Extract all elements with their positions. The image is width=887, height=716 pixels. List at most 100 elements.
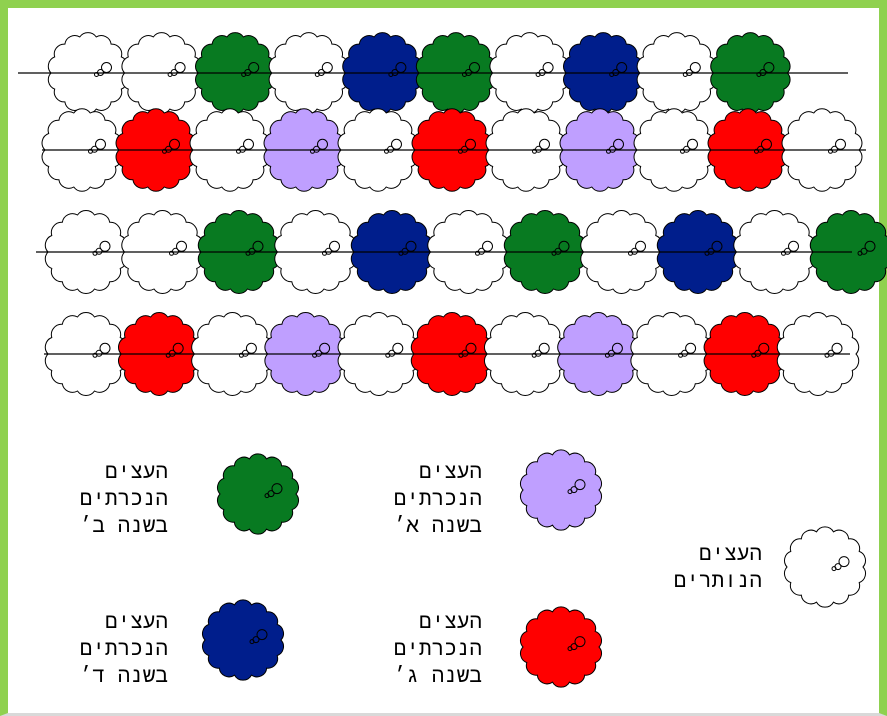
tree-curl bbox=[864, 240, 876, 252]
tree-curl bbox=[754, 148, 759, 154]
tree-curl bbox=[704, 250, 710, 256]
legend-icon-remaining bbox=[783, 526, 867, 608]
tree-curl bbox=[567, 489, 573, 495]
legend-year-c-line2: הנכרתים bbox=[393, 636, 482, 660]
tree-curl bbox=[465, 138, 476, 150]
tree-curl bbox=[606, 148, 611, 154]
tree-curl bbox=[538, 342, 550, 354]
tree-curl bbox=[398, 250, 404, 256]
tree-curl bbox=[391, 138, 402, 150]
tree-curl bbox=[824, 352, 830, 358]
tree-curl bbox=[329, 240, 340, 252]
tree-row bbox=[36, 210, 887, 294]
tree-curl bbox=[857, 250, 863, 256]
tree-curl bbox=[385, 352, 391, 358]
tree-curl bbox=[831, 566, 837, 572]
tree-curl bbox=[758, 342, 770, 354]
tree-curl bbox=[92, 352, 98, 358]
tree-curl bbox=[781, 250, 786, 256]
tree-rows bbox=[18, 32, 887, 396]
tree-curl bbox=[539, 138, 550, 150]
tree-curl bbox=[482, 240, 493, 252]
tree-curl bbox=[574, 636, 586, 648]
legend-label-remaining: העצים הנותרים bbox=[650, 540, 762, 594]
tree-curl bbox=[611, 342, 623, 354]
tree-curl bbox=[169, 138, 180, 150]
tree-curl bbox=[711, 240, 723, 252]
legend-year-b-line3: בשנה ב׳ bbox=[79, 513, 168, 537]
tree-curl bbox=[256, 629, 268, 641]
tree-curl bbox=[838, 556, 850, 568]
legend-year-c-line3: בשנה ג׳ bbox=[393, 663, 482, 687]
tree-curl bbox=[249, 639, 255, 645]
tree-curl bbox=[604, 352, 610, 358]
tree-curl bbox=[319, 342, 331, 354]
legend-label-year-c: העצים הנכרתים בשנה ג׳ bbox=[370, 608, 482, 689]
tree-curl bbox=[384, 148, 389, 154]
tree-curl bbox=[99, 342, 111, 354]
tree-curl bbox=[532, 148, 537, 154]
legend-year-d-line1: העצים bbox=[104, 609, 168, 633]
tree-curl bbox=[635, 240, 646, 252]
tree-row bbox=[41, 108, 866, 192]
legend-year-a-line1: העצים bbox=[418, 459, 482, 483]
tree-curl bbox=[176, 240, 187, 252]
legend-remaining-line1: העצים bbox=[698, 541, 762, 565]
legend-icon-year-b bbox=[216, 453, 300, 535]
tree-row bbox=[18, 32, 848, 114]
tree-curl bbox=[574, 479, 586, 491]
tree-curl bbox=[88, 148, 93, 154]
tree-crown bbox=[519, 606, 603, 688]
tree-curl bbox=[310, 148, 315, 154]
tree-curl bbox=[264, 493, 270, 499]
legend-label-year-a: העצים הנכרתים בשנה א׳ bbox=[370, 458, 482, 539]
legend-icons bbox=[201, 449, 867, 688]
tree-curl bbox=[317, 138, 328, 150]
tree-curl bbox=[613, 138, 624, 150]
tree-curl bbox=[243, 138, 254, 150]
legend-year-d-line3: בשנה ד׳ bbox=[79, 663, 168, 687]
tree-curl bbox=[678, 352, 684, 358]
legend-remaining-line2: הנותרים bbox=[673, 568, 762, 592]
tree-curl bbox=[465, 342, 477, 354]
tree-curl bbox=[788, 240, 799, 252]
tree-curl bbox=[169, 250, 174, 256]
tree-curl bbox=[165, 352, 171, 358]
tree-curl bbox=[172, 342, 184, 354]
legend-year-a-line2: הנכרתים bbox=[393, 486, 482, 510]
legend-icon-year-d bbox=[201, 599, 285, 681]
tree-curl bbox=[99, 240, 111, 252]
tree-row bbox=[44, 312, 860, 396]
tree-crown bbox=[216, 453, 300, 535]
tree-curl bbox=[392, 342, 404, 354]
legend-label-year-d: העצים הנכרתים בשנה ד׳ bbox=[60, 608, 168, 689]
tree-curl bbox=[475, 250, 480, 256]
tree-curl bbox=[831, 342, 843, 354]
tree-curl bbox=[751, 352, 757, 358]
tree-curl bbox=[828, 148, 833, 154]
tree-curl bbox=[245, 342, 257, 354]
tree-crown bbox=[201, 599, 285, 681]
tree-curl bbox=[551, 250, 557, 256]
tree-curl bbox=[162, 148, 167, 154]
tree-curl bbox=[458, 352, 464, 358]
tree-curl bbox=[531, 352, 537, 358]
legend-year-d-line2: הנכרתים bbox=[79, 636, 168, 660]
tree-curl bbox=[312, 352, 318, 358]
tree-curl bbox=[322, 250, 327, 256]
legend-label-year-b: העצים הנכרתים בשנה ב׳ bbox=[60, 458, 168, 539]
tree-curl bbox=[271, 483, 283, 495]
tree-crown bbox=[783, 526, 867, 608]
tree-curl bbox=[238, 352, 244, 358]
tree-curl bbox=[567, 646, 573, 652]
tree-curl bbox=[458, 148, 463, 154]
tree-curl bbox=[252, 240, 264, 252]
legend-year-c-line1: העצים bbox=[418, 609, 482, 633]
tree-curl bbox=[558, 240, 570, 252]
tree-curl bbox=[680, 148, 685, 154]
legend-year-a-line3: בשנה א׳ bbox=[393, 513, 482, 537]
legend-icon-year-a bbox=[519, 449, 603, 531]
tree-curl bbox=[245, 250, 251, 256]
legend-year-b-line1: העצים bbox=[104, 459, 168, 483]
